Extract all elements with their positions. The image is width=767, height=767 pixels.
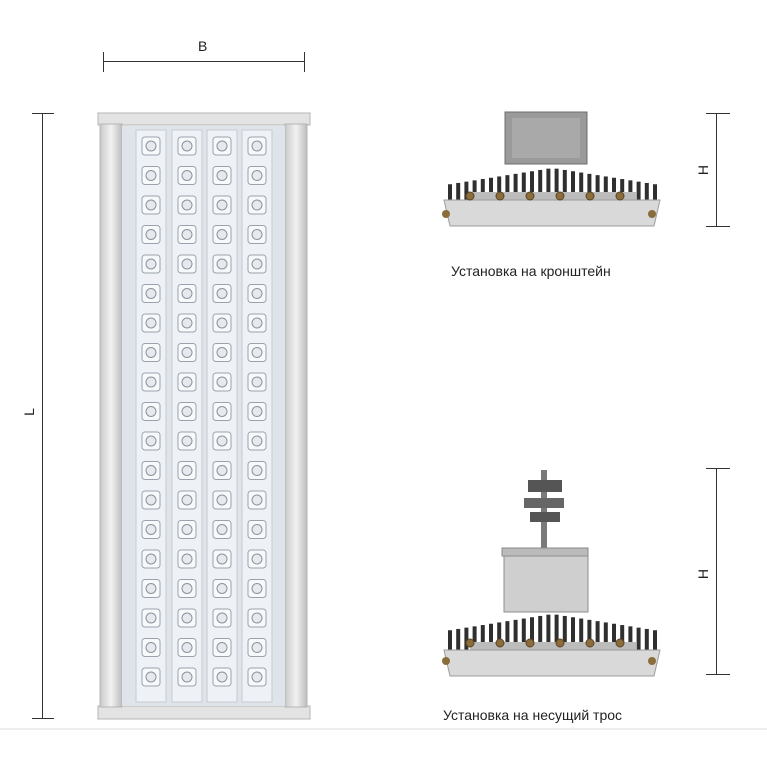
bracket-mount-caption: Установка на кронштейн xyxy=(451,263,611,279)
length-dimension-tick-top xyxy=(32,113,54,114)
height-top-tick-top xyxy=(706,113,730,114)
height-top-dimension-line xyxy=(716,113,717,227)
width-label: B xyxy=(198,38,208,54)
height-bottom-tick-top xyxy=(706,468,730,469)
length-dimension-tick-bottom xyxy=(32,718,54,719)
height-top-tick-bottom xyxy=(706,226,730,227)
width-dimension-tick-right xyxy=(304,52,305,72)
height-bottom-dimension-line xyxy=(716,468,717,675)
length-dimension-line xyxy=(42,113,43,719)
floor-shadow-line xyxy=(0,728,767,730)
width-dimension-tick-left xyxy=(103,52,104,72)
cable-mount-caption: Установка на несущий трос xyxy=(443,707,623,723)
width-dimension-line xyxy=(103,61,305,62)
height-bottom-tick-bottom xyxy=(706,674,730,675)
